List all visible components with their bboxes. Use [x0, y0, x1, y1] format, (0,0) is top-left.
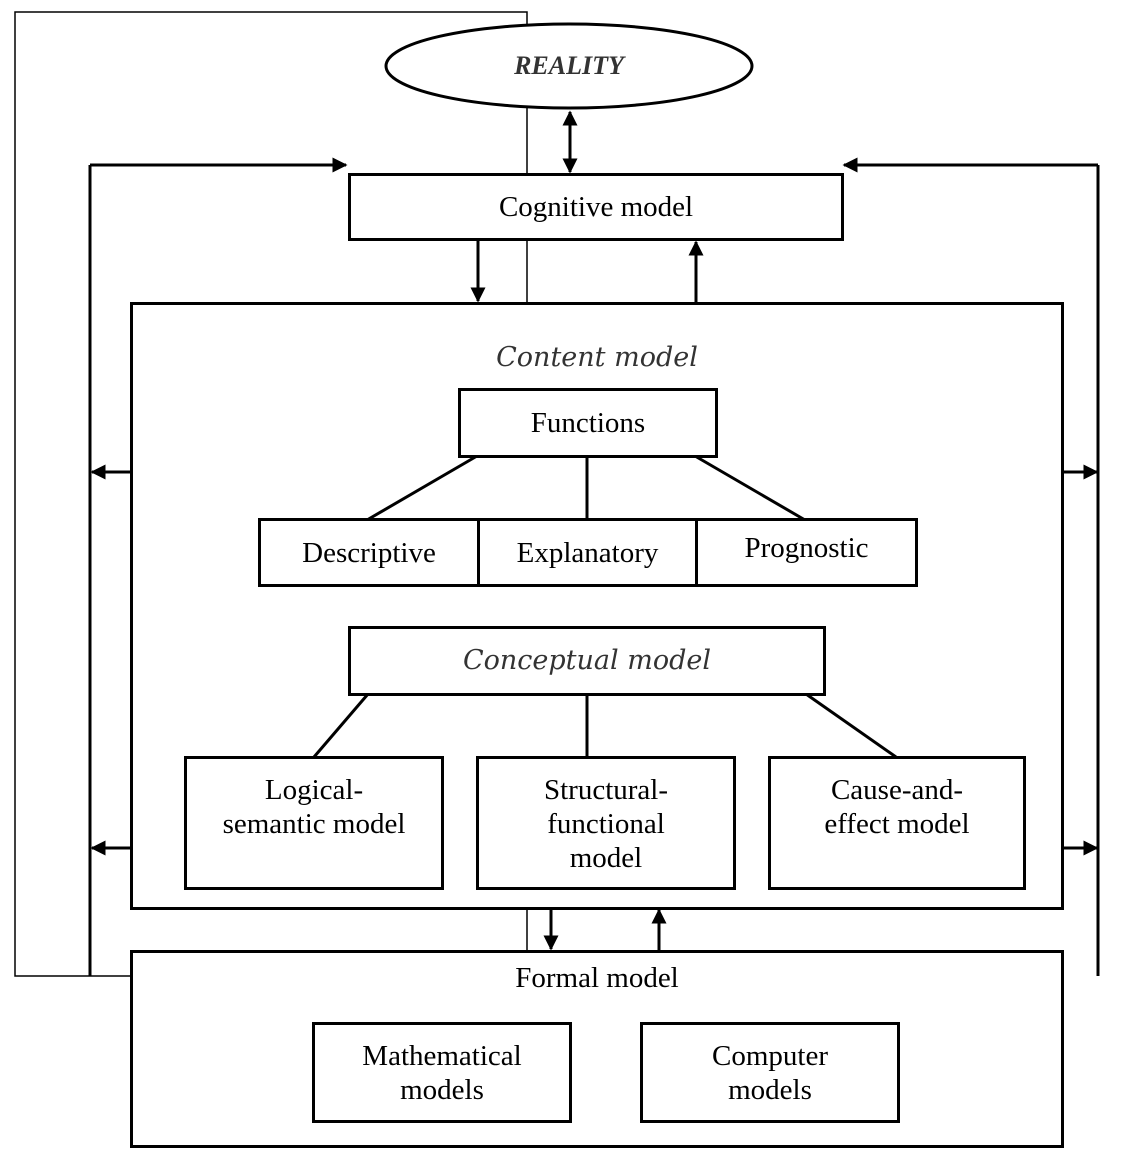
formal-model-box: Formal model — [130, 950, 1064, 1148]
mathematical-models-box: Mathematical models — [312, 1022, 572, 1123]
cause-and-effect-model-box: Cause-and- effect model — [768, 756, 1026, 890]
function-descriptive-label: Descriptive — [302, 536, 436, 569]
cause-and-effect-model-label: Cause-and- effect model — [824, 774, 970, 840]
functions-label: Functions — [530, 407, 646, 439]
formal-model-title: Formal model — [515, 962, 679, 994]
logical-semantic-model-label: Logical- semantic model — [222, 774, 406, 840]
function-descriptive-box: Descriptive — [258, 518, 480, 587]
computer-models-label: Computer models — [712, 1039, 828, 1106]
outer-feedback-loop — [14, 11, 528, 977]
logical-semantic-model-box: Logical- semantic model — [184, 756, 444, 890]
reality-label: REALITY — [514, 51, 624, 80]
content-model-title: Content model — [496, 342, 698, 373]
cognitive-model-label: Cognitive model — [498, 191, 694, 223]
cognitive-model-box: Cognitive model — [348, 173, 844, 241]
mathematical-models-label: Mathematical models — [362, 1039, 522, 1106]
structural-functional-model-label: Structural- functional model — [543, 774, 668, 874]
conceptual-to-cause — [805, 692, 897, 759]
structural-functional-model-box: Structural- functional model — [476, 756, 736, 890]
function-explanatory-box: Explanatory — [477, 518, 698, 587]
functions-box: Functions — [458, 388, 718, 458]
functions-to-prognostic — [694, 454, 806, 522]
content-model-box: Content model — [130, 302, 1064, 910]
conceptual-to-logical — [312, 693, 370, 758]
computer-models-box: Computer models — [640, 1022, 900, 1123]
function-prognostic-box: Prognostic — [695, 518, 918, 587]
reality-ellipse — [384, 22, 754, 110]
conceptual-model-label: Conceptual model — [463, 645, 711, 676]
function-explanatory-label: Explanatory — [516, 536, 659, 569]
function-prognostic-label: Prognostic — [744, 532, 869, 564]
functions-to-descriptive — [366, 454, 478, 522]
conceptual-model-box: Conceptual model — [348, 626, 826, 696]
